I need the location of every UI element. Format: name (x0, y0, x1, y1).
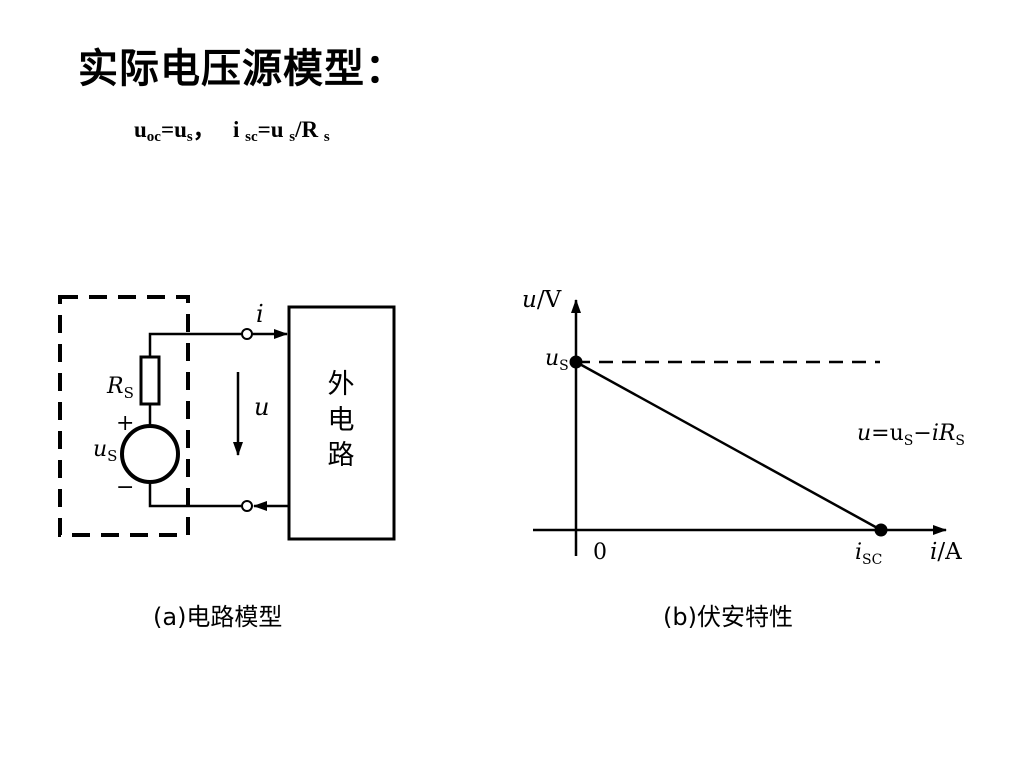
origin-label: 0 (593, 540, 607, 565)
rs-label: RS (106, 374, 134, 402)
isc-point (874, 523, 888, 537)
vi-characteristic-graph: u/V uS 0 iSC i/A u=uS−iRS (522, 287, 965, 568)
slide-title: 实际电压源模型： (78, 46, 406, 92)
formula: uoc=us， i sc=u s/R s (134, 110, 330, 146)
external-label-2: 电 (328, 405, 355, 436)
graph-us-label: uS (545, 346, 569, 374)
characteristic-line (575, 360, 882, 532)
caption-circuit-model: (a)电路模型 (153, 603, 283, 631)
y-axis-label: u/V (522, 287, 562, 313)
us-label: uS (93, 437, 117, 465)
comma: ， (192, 117, 216, 142)
equals-us: =u (160, 117, 187, 142)
isc-symbol: i sc (232, 117, 258, 145)
us-subscript-2: s (289, 129, 296, 145)
caption-vi-characteristic: (b)伏安特性 (663, 603, 793, 631)
external-circuit-box (287, 305, 396, 541)
divide-rs: /R (295, 117, 319, 142)
terminal-top (241, 328, 253, 340)
resistor-rs (139, 355, 161, 406)
rs-subscript: s (323, 129, 330, 145)
minus-sign: − (116, 475, 134, 500)
current-label: i (256, 300, 264, 328)
source-dashed-box (58, 295, 190, 537)
terminal-bottom (241, 500, 253, 512)
circuit-model: i u RS + uS − 外 电 路 (58, 295, 396, 541)
bottom-wire (148, 482, 243, 508)
external-label-3: 路 (328, 440, 355, 471)
isc-label: iSC (855, 540, 882, 568)
x-axis-label: i/A (930, 539, 962, 565)
us-subscript: s (186, 129, 193, 145)
uoc-symbol: uoc (134, 117, 161, 145)
us-point (569, 355, 583, 369)
voltage-label: u (254, 393, 269, 421)
top-wire (148, 332, 243, 357)
equals-us-2: =u (257, 117, 284, 142)
plus-sign: + (116, 411, 134, 436)
external-label-1: 外 (328, 369, 355, 400)
characteristic-equation: u=uS−iRS (857, 421, 965, 449)
